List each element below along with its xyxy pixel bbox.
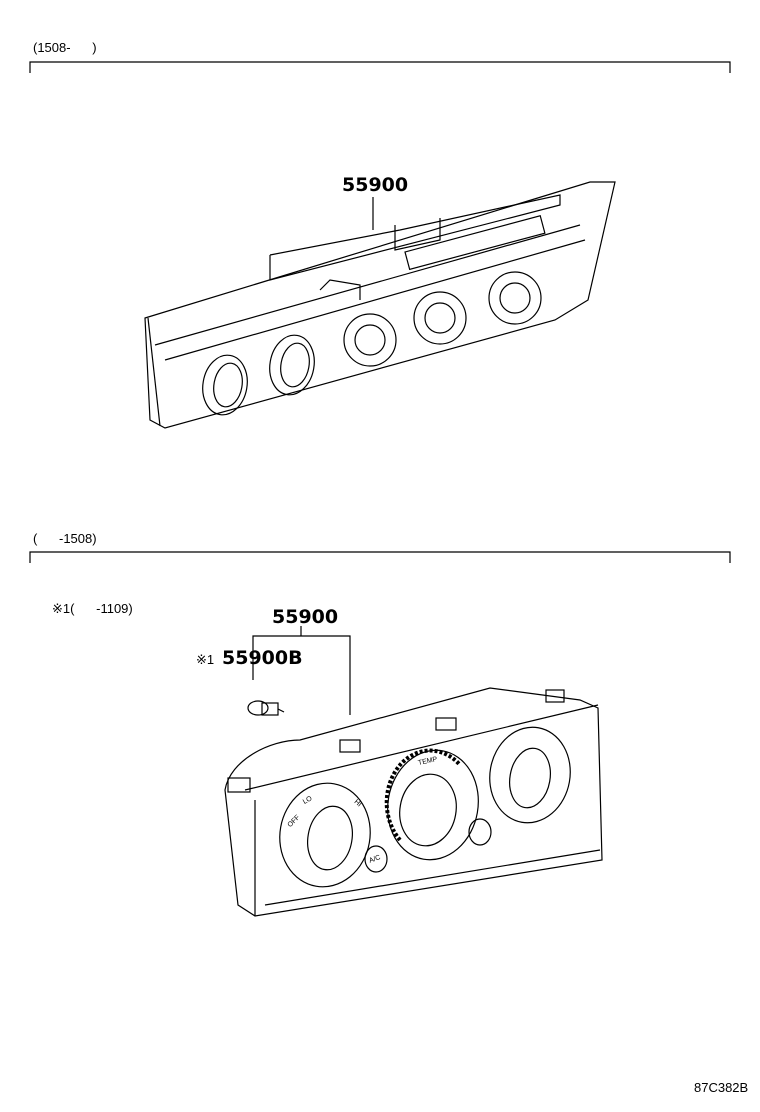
part-number-55900b[interactable]: 55900B <box>222 647 303 669</box>
leader-lines <box>252 626 351 715</box>
section-2-header: ( -1508) <box>33 531 97 546</box>
heater-control-panel-old <box>224 687 603 917</box>
heater-control-panel-new <box>144 181 616 429</box>
note-1109: ※1( -1109) <box>52 601 133 616</box>
diagram-id: 87C382B <box>694 1080 749 1095</box>
section-1-header: (1508- ) <box>33 40 97 55</box>
screw-55900b <box>247 700 285 716</box>
part-number-55900-new[interactable]: 55900 <box>342 174 409 196</box>
section-2-bracket <box>29 551 731 563</box>
sub-part-mark: ※1 <box>196 652 215 667</box>
section-1-bracket <box>29 61 731 73</box>
part-number-55900-old[interactable]: 55900 <box>272 606 339 628</box>
vent-knob <box>202 334 315 416</box>
control-knob <box>343 271 542 367</box>
